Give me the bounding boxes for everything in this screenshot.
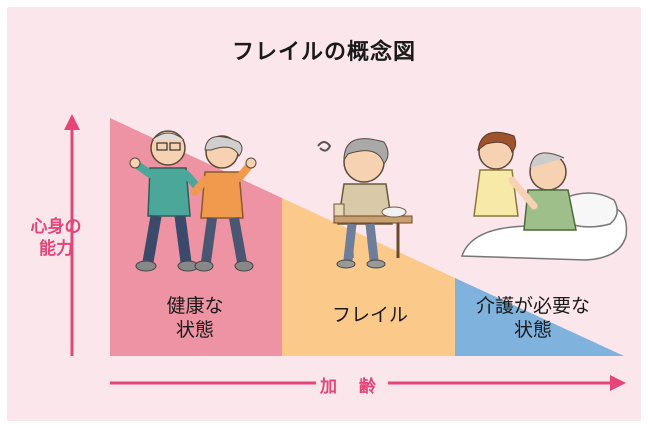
y-axis-label: 心身の 能力 (28, 216, 84, 260)
zone-frail-label: フレイル (305, 303, 435, 327)
zone-frail-label-line1: フレイル (331, 304, 408, 326)
zone-healthy-label: 健康な 状態 (140, 294, 250, 342)
zone-healthy-label-line2: 状態 (175, 319, 214, 341)
caregiver-with-bedridden-man-illustration (460, 131, 628, 261)
elderly-couple-walking-illustration (129, 130, 257, 272)
diagram-title: フレイルの概念図 (231, 40, 416, 65)
zone-care-label-line1: 介護が必要な (475, 295, 590, 317)
frail-elderly-woman-eating-illustration (317, 138, 413, 269)
x-axis-label: 加 齢 (316, 372, 388, 397)
zone-care-label-line2: 状態 (513, 319, 552, 341)
y-axis-label-line1: 心身の (30, 217, 82, 237)
zone-frail-area (282, 198, 455, 356)
y-axis-arrow (64, 114, 80, 356)
zone-care-label: 介護が必要な 状態 (458, 294, 608, 342)
zone-healthy-label-line1: 健康な (166, 295, 224, 317)
zone-care-area (455, 278, 624, 356)
y-axis-label-line2: 能力 (39, 239, 73, 259)
